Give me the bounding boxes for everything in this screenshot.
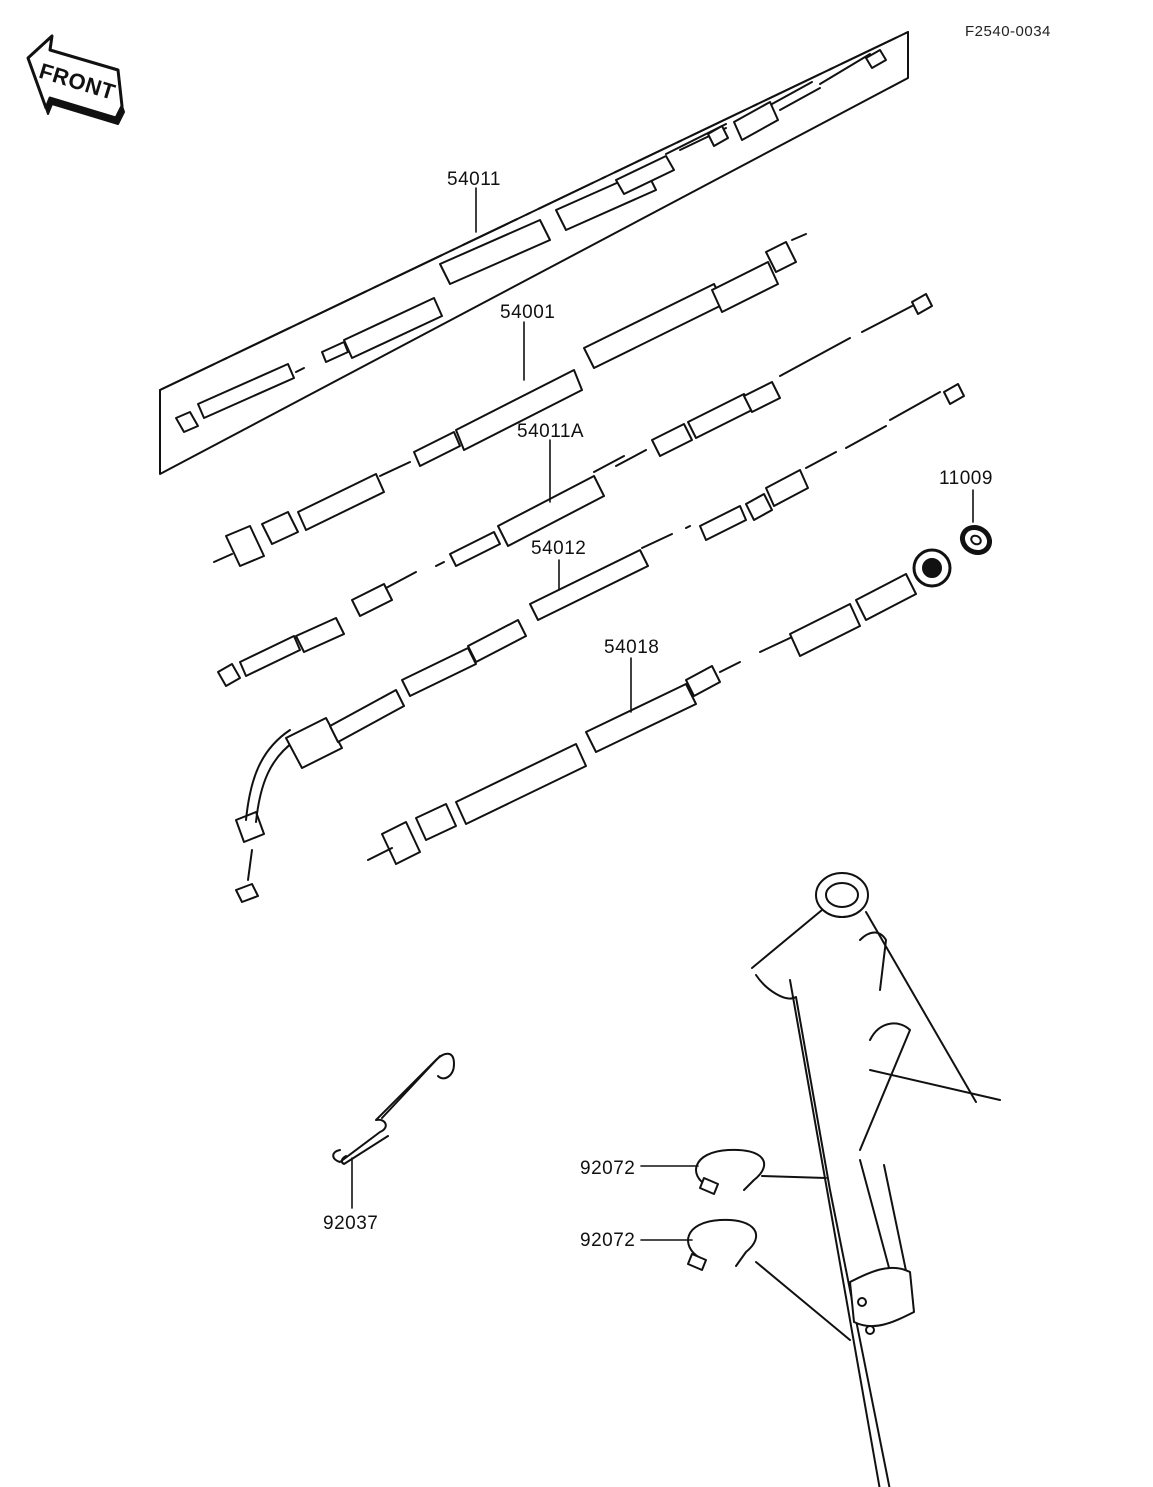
label-54001: 54001 [500,302,556,323]
front-arrow-icon [26,34,125,125]
frame [751,872,1001,1487]
label-54011A: 54011A [517,421,585,442]
cable-54001 [213,233,807,567]
label-92037: 92037 [323,1213,379,1234]
clamp-92072-lower [687,1218,851,1341]
leader-lines [351,187,974,1241]
label-11009: 11009 [939,468,993,489]
wire-guide-92037 [332,1052,455,1165]
cable-54012 [235,383,965,903]
clamp-92072-upper [695,1148,827,1195]
cable-54011 [175,49,887,433]
label-54011: 54011 [447,169,501,190]
label-54012: 54012 [531,538,587,559]
clutch-cable-box [159,31,909,475]
label-92072-upper: 92072 [580,1158,636,1179]
label-54018: 54018 [604,637,660,658]
cable-54011A [217,293,933,687]
cable-54018 [367,548,952,865]
document-id: F2540-0034 [965,23,1051,40]
label-92072-lower: 92072 [580,1230,636,1251]
washer-11009 [959,524,993,556]
